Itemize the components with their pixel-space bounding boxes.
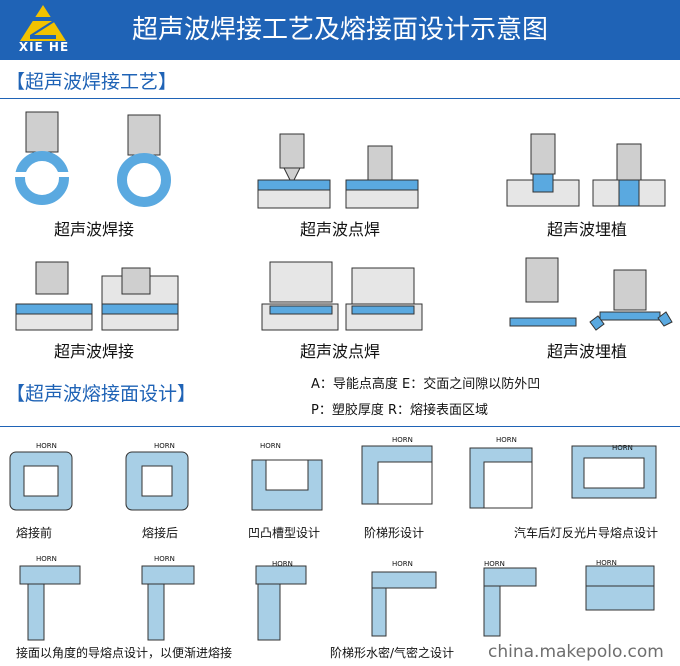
horn-label-7: HORN — [36, 555, 57, 563]
staking-weld-diagram — [15, 261, 179, 331]
insert-embedding-diagram — [506, 133, 666, 207]
caption-ring-weld: 超声波焊接 — [53, 220, 134, 239]
section-divider-2 — [0, 426, 680, 427]
page-title: 超声波焊接工艺及熔接面设计示意图 — [132, 15, 549, 45]
horn-label-1: HORN — [36, 442, 57, 450]
legend-line-2: P：塑胶厚度 R：熔接表面区域 — [311, 403, 489, 418]
logo-brand-text: XIE HE — [18, 40, 70, 54]
horn-label-3: HORN — [260, 442, 281, 450]
caption-angle-director: 接面以角度的导熔点设计，以便渐进熔接 — [16, 646, 233, 660]
horn-label-5: HORN — [496, 436, 517, 444]
caption-embed: 超声波埋植 — [546, 220, 627, 239]
caption-tongue-groove: 凹凸槽型设计 — [248, 526, 321, 540]
spot-weld-press-diagram — [261, 261, 423, 331]
caption-before-weld: 熔接前 — [16, 526, 53, 540]
horn-label-8: HORN — [154, 555, 175, 563]
caption-spot-weld-2: 超声波点焊 — [299, 342, 380, 361]
horn-label-2: HORN — [154, 442, 175, 450]
horn-label-6: HORN — [612, 444, 633, 452]
watermark-text: china.makepolo.com — [488, 642, 664, 662]
horn-label-11: HORN — [484, 560, 505, 568]
caption-embed-2: 超声波埋植 — [546, 342, 627, 361]
section-title-joint-design: 【超声波熔接面设计】 — [6, 383, 197, 405]
ring-weld-diagram — [15, 111, 171, 207]
xiehe-logo-icon — [20, 5, 66, 41]
caption-staking-weld: 超声波焊接 — [53, 342, 134, 361]
caption-after-weld: 熔接后 — [142, 526, 179, 540]
caption-spot-weld: 超声波点焊 — [299, 220, 380, 239]
horn-label-10: HORN — [392, 560, 413, 568]
caption-step-joint: 阶梯形设计 — [364, 526, 425, 540]
caption-sealed-step: 阶梯形水密/气密之设计 — [330, 646, 455, 660]
legend-line-1: A：导能点高度 E：交面之间隙以防外凹 — [311, 377, 541, 392]
section-divider — [0, 98, 680, 99]
section-title-welding-process: 【超声波焊接工艺】 — [6, 71, 178, 93]
caption-tail-light: 汽车后灯反光片导熔点设计 — [514, 526, 659, 540]
horn-label-4: HORN — [392, 436, 413, 444]
embed-pin-diagram — [509, 257, 673, 331]
header-bar — [0, 0, 680, 60]
spot-weld-diagram — [257, 133, 419, 209]
horn-label-12: HORN — [596, 559, 617, 567]
horn-label-9: HORN — [272, 560, 293, 568]
